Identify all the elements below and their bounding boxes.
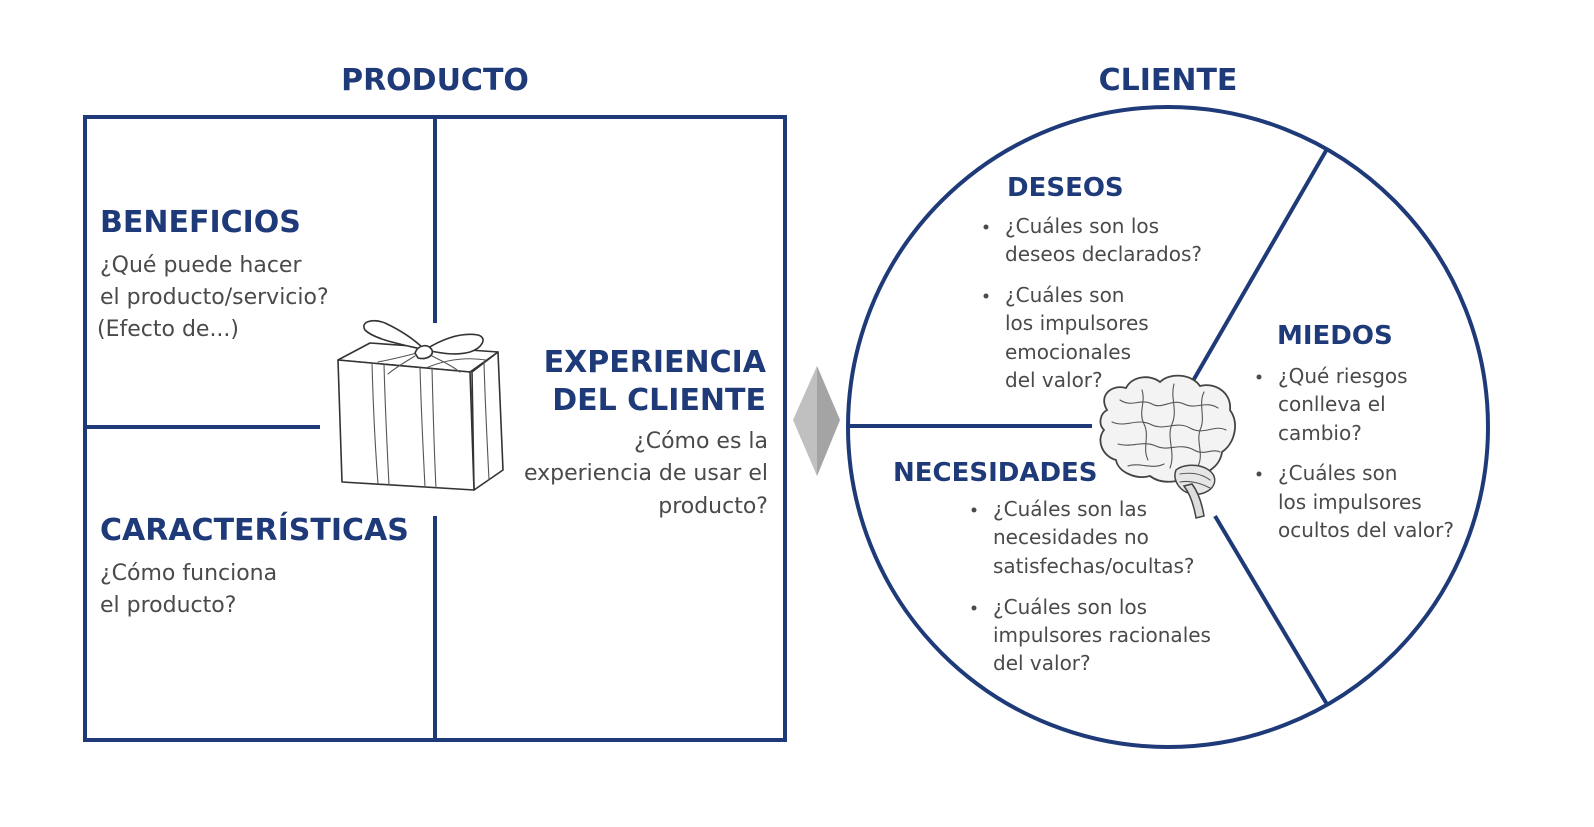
necesidades-heading: NECESIDADES: [893, 458, 1098, 488]
necesidades-item-line: ¿Cuáles son las: [993, 497, 1147, 521]
deseos-item-line: ¿Cuáles son: [1005, 283, 1124, 307]
deseos-item-line: ¿Cuáles son los: [1005, 214, 1159, 238]
caracteristicas-line: el producto?: [100, 593, 236, 618]
bullet-dot: [984, 294, 989, 299]
caracteristicas-block: CARACTERÍSTICAS ¿Cómo funciona el produc…: [100, 512, 409, 618]
cliente-title: CLIENTE: [1099, 63, 1238, 98]
miedos-item-line: ¿Cuáles son: [1278, 461, 1397, 485]
producto-section: PRODUCTO BENEFICIOS ¿Qué puede hacer el …: [85, 63, 785, 740]
beneficios-line: ¿Qué puede hacer: [100, 253, 302, 278]
beneficios-heading: BENEFICIOS: [100, 205, 301, 240]
experiencia-block: EXPERIENCIA DEL CLIENTE ¿Cómo es la expe…: [524, 345, 768, 519]
bullet-dot: [972, 508, 977, 513]
miedos-block: MIEDOS ¿Qué riesgos conlleva el cambio? …: [1257, 321, 1454, 542]
necesidades-block: NECESIDADES ¿Cuáles son las necesidades …: [893, 458, 1211, 675]
beneficios-line: el producto/servicio?: [100, 285, 329, 310]
divider-lower-right: [1215, 516, 1328, 706]
experiencia-heading: EXPERIENCIA: [544, 345, 767, 380]
bullet-dot: [972, 606, 977, 611]
experiencia-line: producto?: [658, 494, 768, 519]
deseos-block: DESEOS ¿Cuáles son los deseos declarados…: [984, 173, 1203, 392]
miedos-item-line: conlleva el: [1278, 392, 1386, 416]
diamond-connector-icon: [793, 366, 840, 476]
miedos-item-line: ¿Qué riesgos: [1278, 364, 1408, 388]
deseos-item-line: del valor?: [1005, 368, 1103, 392]
necesidades-item-line: del valor?: [993, 651, 1091, 675]
beneficios-line: (Efecto de...): [97, 317, 239, 342]
necesidades-item-line: necesidades no: [993, 525, 1149, 549]
deseos-heading: DESEOS: [1007, 173, 1124, 203]
caracteristicas-heading: CARACTERÍSTICAS: [100, 512, 409, 548]
bullet-dot: [1257, 375, 1262, 380]
deseos-item-line: emocionales: [1005, 340, 1131, 364]
bullet-dot: [1257, 472, 1262, 477]
experiencia-line: experiencia de usar el: [524, 461, 768, 486]
miedos-item-line: ocultos del valor?: [1278, 518, 1454, 542]
deseos-item-line: deseos declarados?: [1005, 242, 1202, 266]
producto-title: PRODUCTO: [341, 63, 529, 98]
caracteristicas-line: ¿Cómo funciona: [100, 561, 277, 586]
necesidades-item-line: ¿Cuáles son los: [993, 595, 1147, 619]
experiencia-heading: DEL CLIENTE: [552, 383, 766, 418]
necesidades-item-line: satisfechas/ocultas?: [993, 554, 1195, 578]
deseos-item-line: los impulsores: [1005, 311, 1149, 335]
miedos-item-line: cambio?: [1278, 421, 1362, 445]
necesidades-item-line: impulsores racionales: [993, 623, 1211, 647]
experiencia-line: ¿Cómo es la: [634, 429, 768, 454]
bullet-dot: [984, 225, 989, 230]
gift-box-icon: [338, 321, 503, 490]
miedos-item-line: los impulsores: [1278, 490, 1422, 514]
miedos-heading: MIEDOS: [1277, 321, 1393, 351]
cliente-section: CLIENTE DESEOS ¿Cuáles son los deseos de…: [848, 63, 1488, 747]
beneficios-block: BENEFICIOS ¿Qué puede hacer el producto/…: [97, 205, 329, 342]
